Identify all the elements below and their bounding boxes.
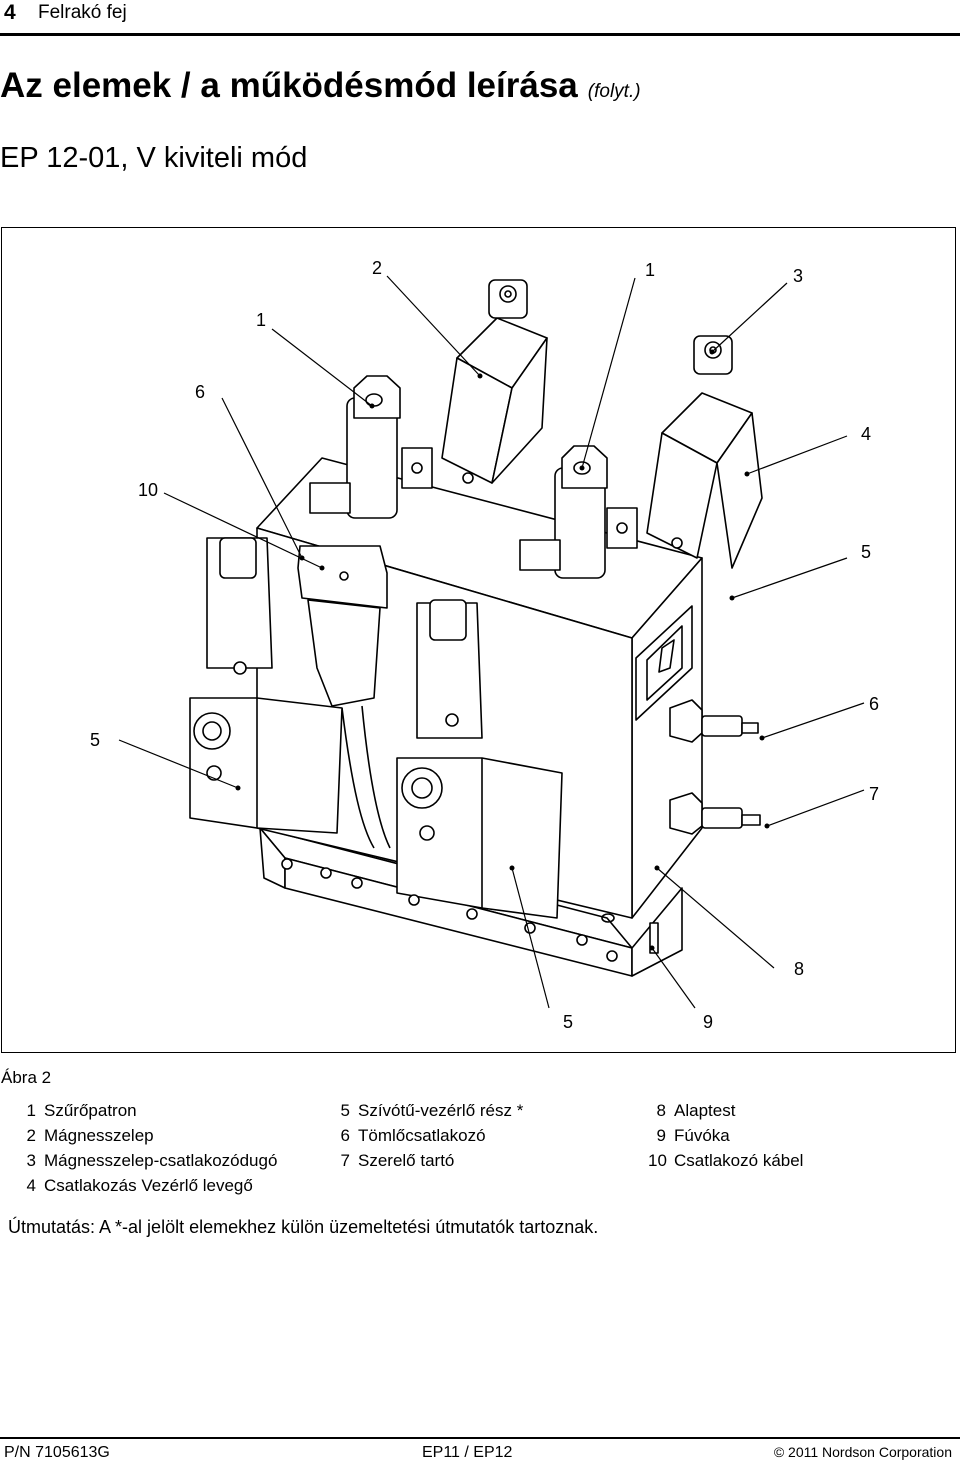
callout-label: 6 xyxy=(195,382,205,402)
base-screws-drawing xyxy=(281,858,618,962)
valve-assembly-drawing: 1 2 1 3 6 4 10 5 5 6 7 8 5 9 xyxy=(90,258,879,1032)
figure-frame: 1 2 1 3 6 4 10 5 5 6 7 8 5 9 xyxy=(1,227,956,1053)
model-label: EP11 / EP12 xyxy=(422,1444,513,1461)
callout-label: 1 xyxy=(645,260,655,280)
section-title: Felrakó fej xyxy=(38,2,127,23)
part-number: P/N 7105613G xyxy=(4,1444,110,1461)
page-number: 4 xyxy=(4,1,16,24)
callout-label: 8 xyxy=(794,959,804,979)
right-fittings-drawing xyxy=(669,699,761,835)
callout-label: 3 xyxy=(793,266,803,286)
callout-label: 9 xyxy=(703,1012,713,1032)
figure-caption: Ábra 2 xyxy=(1,1068,52,1087)
solenoid-valve-left-drawing xyxy=(441,279,548,484)
footer-rule xyxy=(0,1437,960,1439)
leader-lines xyxy=(118,275,865,1009)
callout-label: 10 xyxy=(138,480,158,500)
callout-label: 6 xyxy=(869,694,879,714)
page-subtitle: EP 12-01, V kiviteli mód xyxy=(0,142,308,174)
leader-dots xyxy=(235,349,770,951)
instruction-note: Útmutatás: A *-al jelölt elemekhez külön… xyxy=(8,1217,599,1237)
page-title: Az elemek / a működésmód leírása (folyt.) xyxy=(0,66,641,106)
page-title-text: Az elemek / a működésmód leírása xyxy=(0,66,578,105)
solenoid-valve-right-drawing xyxy=(646,335,763,569)
callout-label: 5 xyxy=(861,542,871,562)
title-continued: (folyt.) xyxy=(587,81,641,102)
connector-plug-drawing xyxy=(297,545,391,849)
callout-label: 5 xyxy=(563,1012,573,1032)
suction-control-right-drawing xyxy=(396,599,563,919)
callout-label: 7 xyxy=(869,784,879,804)
filter-cartridge-left-drawing xyxy=(309,375,433,519)
callout-label: 5 xyxy=(90,730,100,750)
suction-control-left-drawing xyxy=(189,537,343,834)
filter-cartridge-right-drawing xyxy=(519,445,638,579)
page-header: 4 Felrakó fej xyxy=(0,0,960,40)
copyright: © 2011 Nordson Corporation xyxy=(773,1444,952,1460)
callout-label: 4 xyxy=(861,424,871,444)
header-rule xyxy=(0,33,960,36)
callout-label: 2 xyxy=(372,258,382,278)
callout-label: 1 xyxy=(256,310,266,330)
callout-labels: 1 2 1 3 6 4 10 5 5 6 7 8 5 9 xyxy=(90,258,879,1032)
